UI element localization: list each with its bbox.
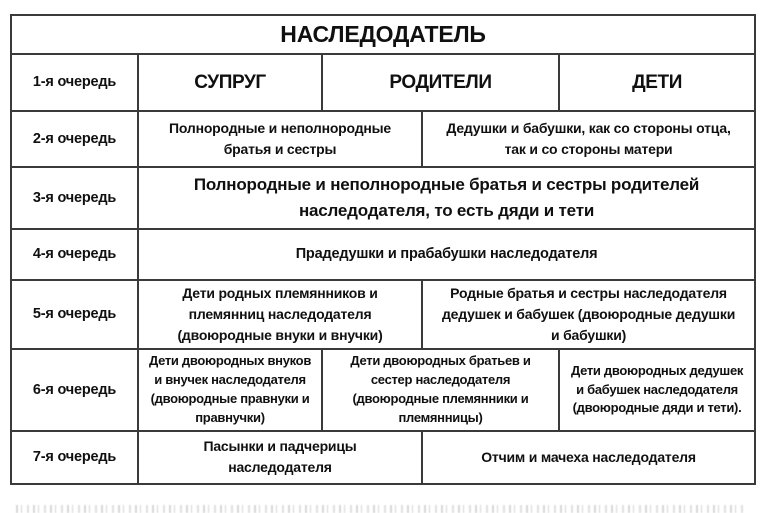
queue-4-label: 4-я очередь: [10, 228, 139, 282]
queue-7-cell-stepchildren: Пасынки и падчерицы наследодателя: [137, 429, 423, 485]
queue-5-cell-grandnephews: Дети родных племянников и племянниц насл…: [137, 279, 423, 351]
queue-7-label: 7-я очередь: [10, 429, 139, 485]
scan-artifact-band: [16, 505, 746, 513]
queue-5-label: 5-я очередь: [10, 279, 139, 351]
queue-1-cell-spouse: СУПРУГ: [137, 53, 323, 113]
queue-6-label: 6-я очередь: [10, 348, 139, 432]
table-row: 3-я очередь Полнородные и неполнородные …: [10, 166, 757, 231]
queue-3-label: 3-я очередь: [10, 166, 139, 231]
queue-6-cell-great-grandchildren: Дети двоюродных внуков и внучек наследод…: [137, 348, 323, 432]
queue-5-cell-great-uncles-aunts: Родные братья и сестры наследодателя дед…: [420, 279, 757, 351]
queue-6-cell-cousin-uncles-aunts: Дети двоюродных дедушек и бабушек наслед…: [557, 348, 757, 432]
table-row: 2-я очередь Полнородные и неполнородные …: [10, 110, 757, 169]
queue-2-cell-grandparents: Дедушки и бабушки, как со стороны отца, …: [420, 110, 757, 169]
queue-1-label: 1-я очередь: [10, 53, 139, 113]
queue-4-cell-great-grandparents: Прадедушки и прабабушки наследодателя: [136, 228, 757, 282]
table-row: НАСЛЕДОДАТЕЛЬ: [9, 13, 757, 56]
table-row: 5-я очередь Дети родных племянников и пл…: [10, 279, 757, 351]
queue-1-cell-children: ДЕТИ: [557, 53, 757, 113]
queue-7-cell-stepparents: Отчим и мачеха наследодателя: [420, 429, 757, 485]
queue-2-label: 2-я очередь: [10, 110, 139, 169]
queue-3-cell-uncles-aunts: Полнородные и неполнородные братья и сес…: [136, 166, 757, 231]
table-title: НАСЛЕДОДАТЕЛЬ: [9, 13, 757, 56]
queue-6-cell-cousins-children: Дети двоюродных братьев и сестер наследо…: [321, 348, 560, 432]
queue-1-cell-parents: РОДИТЕЛИ: [321, 53, 560, 113]
table-row: 4-я очередь Прадедушки и прабабушки насл…: [10, 228, 757, 282]
inheritance-table: НАСЛЕДОДАТЕЛЬ 1-я очередь СУПРУГ РОДИТЕЛ…: [9, 13, 757, 485]
table-row: 7-я очередь Пасынки и падчерицы наследод…: [10, 429, 757, 485]
queue-2-cell-siblings: Полнородные и неполнородные братья и сес…: [137, 110, 423, 169]
table-row: 1-я очередь СУПРУГ РОДИТЕЛИ ДЕТИ: [10, 53, 757, 113]
table-row: 6-я очередь Дети двоюродных внуков и вну…: [10, 348, 757, 432]
